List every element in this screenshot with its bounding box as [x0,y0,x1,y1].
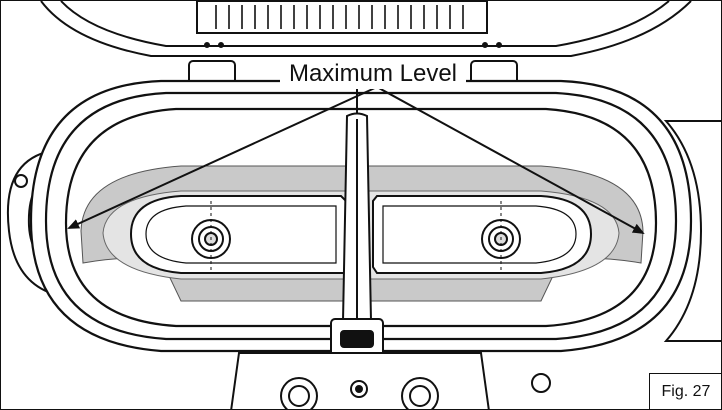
maximum-level-arrows [67,86,645,234]
burner-ports [191,201,521,271]
figure-number-label: Fig. 27 [649,373,721,409]
control-panel [230,352,551,409]
maximum-level-label: Maximum Level [280,59,466,89]
center-divider [330,112,384,360]
